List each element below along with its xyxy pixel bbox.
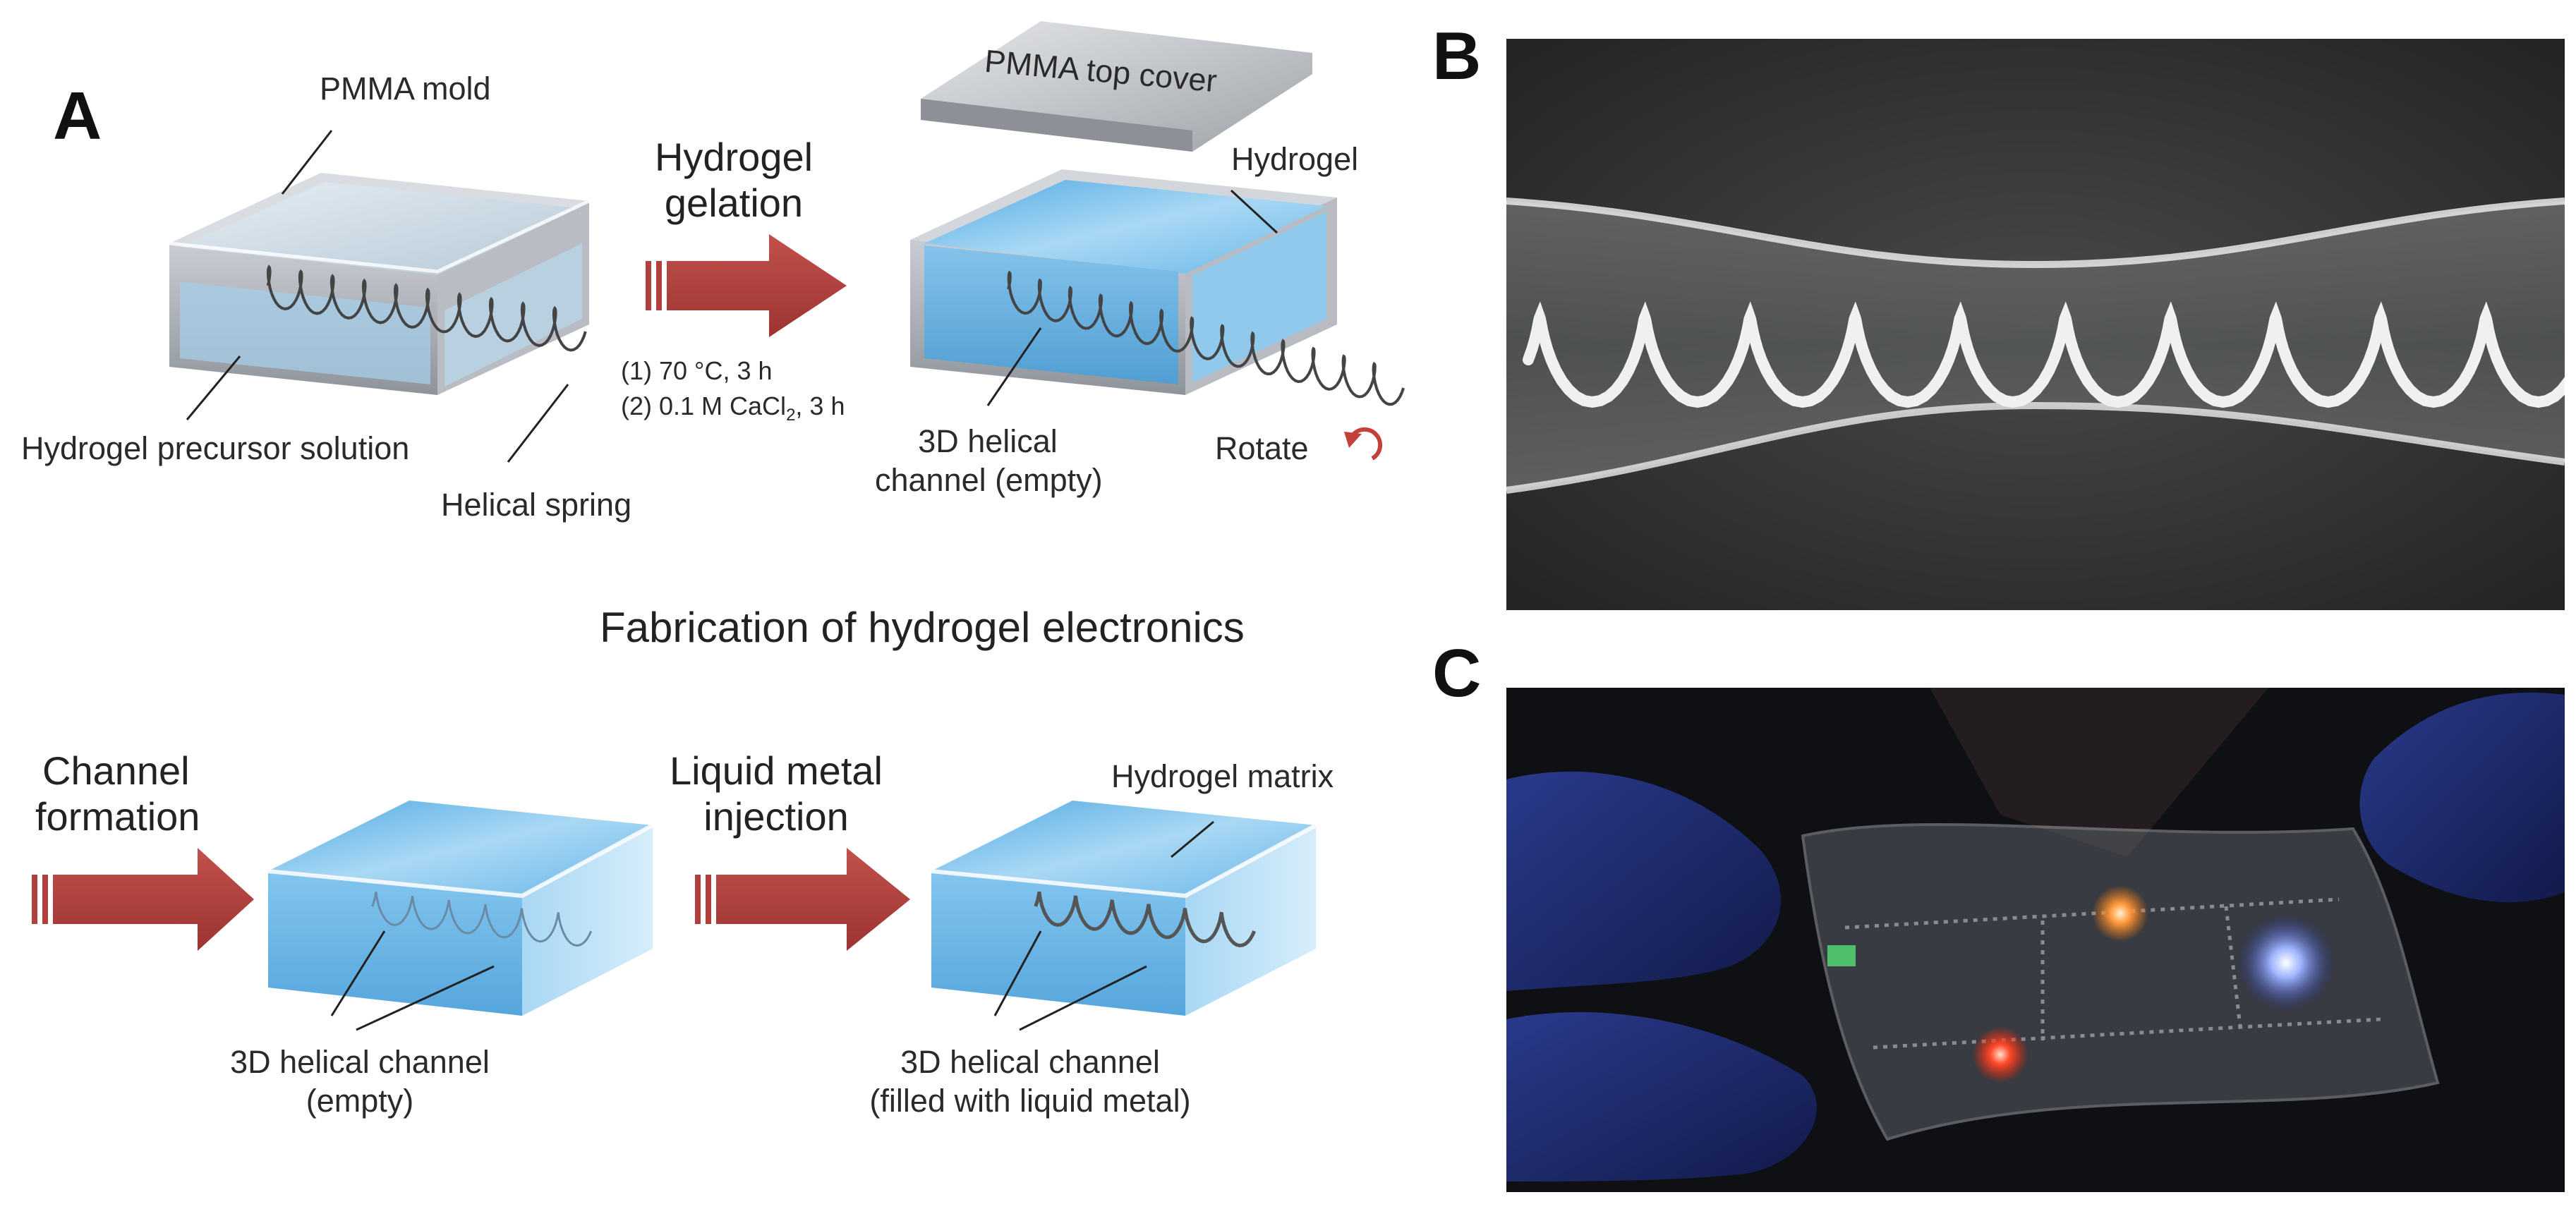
panel-label-b: B <box>1432 18 1482 94</box>
condition-1: (1) 70 °C, 3 h <box>621 356 773 385</box>
leader-line <box>330 930 386 1016</box>
panel-label-c: C <box>1432 636 1482 711</box>
injection-label-line2: injection <box>703 794 849 839</box>
hydrogel-circuit-photo <box>1506 688 2565 1192</box>
helical-channel-photo <box>1506 39 2565 610</box>
precursor-label: Hydrogel precursor solution <box>21 430 410 466</box>
leader-line <box>356 965 495 1031</box>
gelation-label-line2: gelation <box>664 181 804 225</box>
condition-2: (2) 0.1 M CaCl2, 3 h <box>621 391 845 425</box>
injection-label-line1: Liquid metal <box>670 748 883 793</box>
hydrogel-circuit-photo-art <box>1506 688 2565 1192</box>
filled-channel-label-line2: (filled with liquid metal) <box>869 1083 1191 1119</box>
leader-line <box>281 130 333 195</box>
spring-label: Helical spring <box>441 487 632 523</box>
formation-label-line1: Channel <box>42 748 190 793</box>
panel-label-a: A <box>53 78 102 154</box>
hydrogel-label: Hydrogel <box>1231 141 1359 177</box>
hydrogel-in-mold <box>910 169 1337 395</box>
helical-channel-filled <box>1034 892 1256 948</box>
leader-line <box>186 356 241 420</box>
leader-line <box>1019 965 1147 1031</box>
leader-line <box>1171 820 1214 858</box>
gelation-label-line1: Hydrogel <box>654 135 814 179</box>
formation-arrow <box>32 848 254 951</box>
rotate-icon <box>1349 427 1383 461</box>
filled-channel-label-line1: 3D helical channel <box>900 1044 1160 1080</box>
rotate-label: Rotate <box>1215 430 1309 466</box>
pmma-mold-label: PMMA mold <box>320 71 491 107</box>
channel-label-line1: 3D helical <box>918 423 1058 459</box>
rotate-icon-head <box>1344 432 1362 448</box>
leader-line <box>507 384 569 463</box>
hydrogel-block-filled <box>931 801 1317 1016</box>
empty-channel-label-line1: 3D helical channel <box>230 1044 490 1080</box>
empty-channel-label-line2: (empty) <box>306 1083 414 1119</box>
injection-arrow <box>695 848 910 951</box>
channel-label-line2: channel (empty) <box>875 462 1103 498</box>
hydrogel-matrix-label: Hydrogel matrix <box>1111 758 1334 794</box>
pmma-mold-block <box>169 173 591 395</box>
leader-line <box>993 930 1042 1016</box>
hydrogel-block-empty <box>267 801 654 1016</box>
formation-label-line2: formation <box>35 794 200 839</box>
fabrication-title: Fabrication of hydrogel electronics <box>600 604 1245 651</box>
pmma-top-cover <box>921 21 1312 152</box>
helical-spring <box>266 265 587 352</box>
gelation-arrow <box>646 234 847 337</box>
helical-channel-empty <box>371 892 593 947</box>
leader-line <box>1230 189 1278 234</box>
leader-line <box>986 327 1042 406</box>
helical-channel-photo-art <box>1506 39 2565 610</box>
helical-spring-2 <box>1007 270 1405 406</box>
